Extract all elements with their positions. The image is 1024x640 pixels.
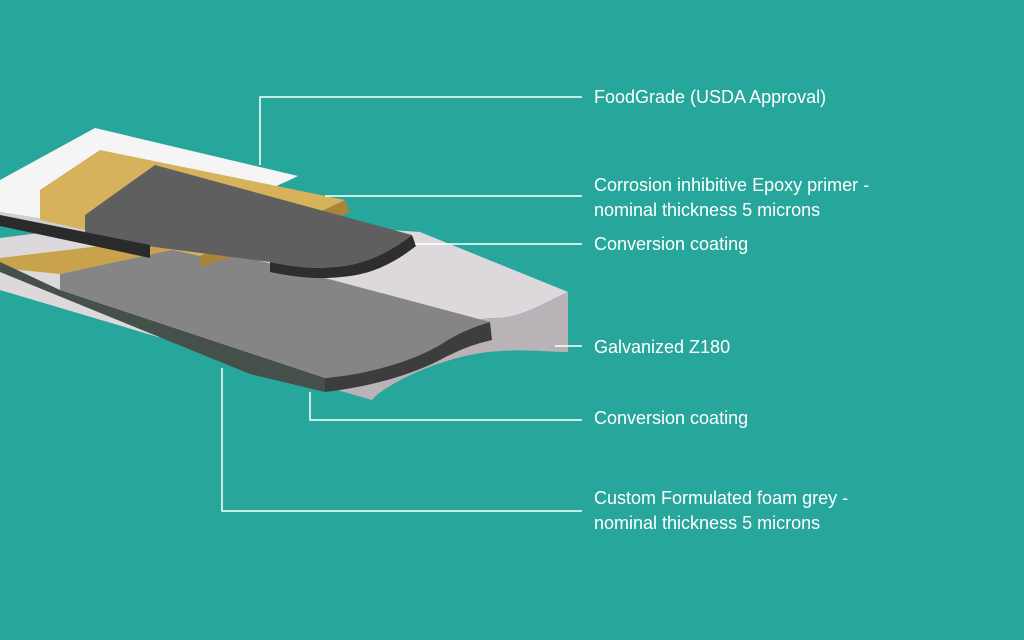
label-epoxy-primer-line-1: Corrosion inhibitive Epoxy primer - [594,175,870,195]
top-conversion-layer [85,165,412,268]
label-foam-grey: Custom Formulated foam grey - nominal th… [594,486,848,536]
label-conversion-coating-top: Conversion coating [594,232,748,257]
bottom-conversion-layer [60,246,490,378]
label-foam-grey-line-1: Custom Formulated foam grey - [594,488,849,508]
label-foam-grey-line-2: nominal thickness 5 microns [594,513,821,533]
label-conversion-coating-bottom-line-1: Conversion coating [594,408,749,428]
separator-strip [0,215,150,258]
top-conversion-edge [270,235,416,279]
leader-line-foam-grey [221,368,582,512]
label-epoxy-primer-line-2: nominal thickness 5 microns [594,200,821,220]
leader-line-conversion-bottom [309,392,582,421]
bottom-conversion-edge [325,322,492,392]
label-epoxy-primer: Corrosion inhibitive Epoxy primer - nomi… [594,173,869,223]
label-conversion-coating-top-line-1: Conversion coating [594,234,749,254]
label-galvanized-line-1: Galvanized Z180 [594,337,731,357]
bottom-foam-edge [0,262,325,392]
label-conversion-coating-bottom: Conversion coating [594,406,748,431]
label-food-grade-line-1: FoodGrade (USDA Approval) [594,87,827,107]
label-galvanized: Galvanized Z180 [594,335,730,360]
leader-line-food-grade [259,96,582,165]
label-food-grade: FoodGrade (USDA Approval) [594,85,826,110]
